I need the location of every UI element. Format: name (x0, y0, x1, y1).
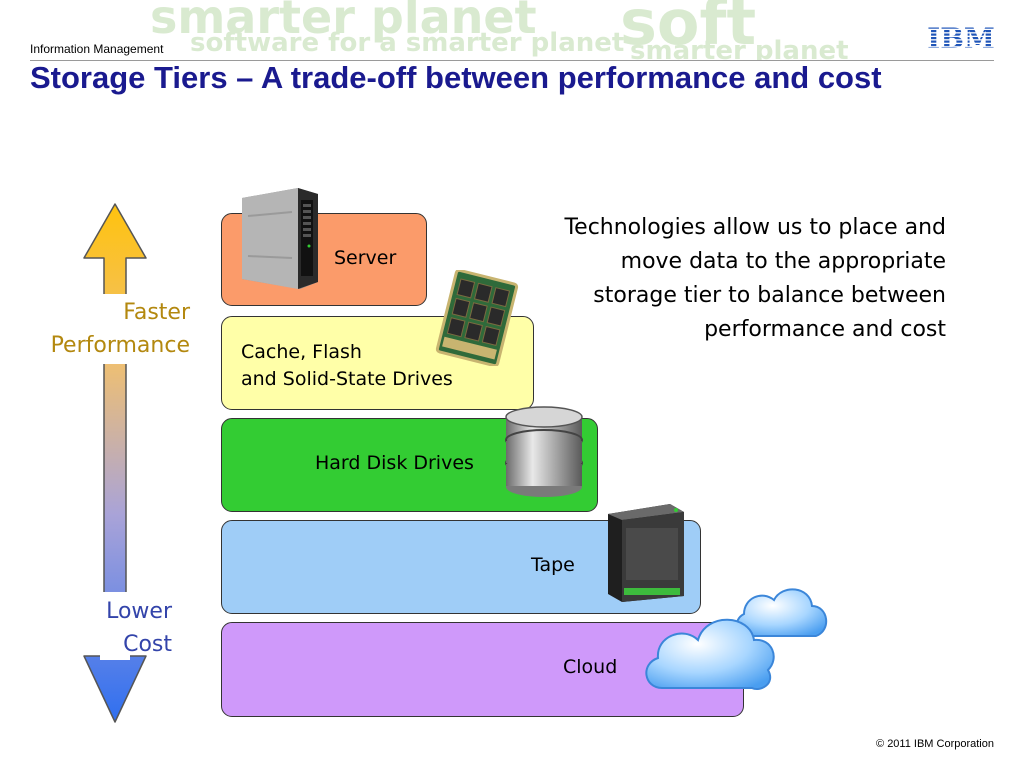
server-icon (242, 188, 318, 289)
description-text: Technologies allow us to place and move … (564, 215, 946, 342)
cloud-icon (645, 588, 827, 690)
cost-label: Cost (123, 632, 172, 657)
tier-cache-flash-ssd: Cache, Flash and Solid-State Drives (221, 316, 534, 410)
watermark-banner: smarter planet software for a smarter pl… (0, 0, 1024, 60)
header-rule (30, 60, 994, 61)
tier-cache-label-line2: and Solid-State Drives (241, 368, 453, 390)
hard-disk-icon (505, 406, 583, 497)
copyright: © 2011 IBM Corporation (876, 738, 994, 750)
watermark-text: smarter planet (150, 0, 537, 44)
ibm-logo: IBM (928, 23, 994, 51)
tier-cache-label-line1: Cache, Flash (241, 341, 362, 363)
watermark-text: soft (620, 0, 757, 59)
faster-performance-label: Faster Performance (20, 296, 190, 362)
watermark-text: smarter planet (630, 36, 849, 60)
lower-label: Lower (106, 599, 172, 624)
lower-cost-label: Lower Cost (20, 595, 172, 661)
slide-title: Storage Tiers – A trade-off between perf… (30, 60, 882, 95)
svg-text:IBM: IBM (928, 23, 994, 51)
tier-cloud-label: Cloud (563, 656, 618, 678)
ssd-icon (435, 270, 519, 366)
performance-label: Performance (50, 333, 190, 358)
tape-cartridge-icon (608, 504, 684, 602)
tier-server-label: Server (334, 247, 397, 269)
tier-hard-disk-label: Hard Disk Drives (315, 452, 474, 474)
section-label: Information Management (30, 42, 164, 56)
watermark-text: software for a smarter planet (190, 28, 625, 58)
faster-label: Faster (123, 300, 190, 325)
tier-tape-label: Tape (531, 554, 575, 576)
performance-cost-arrow (83, 203, 147, 723)
